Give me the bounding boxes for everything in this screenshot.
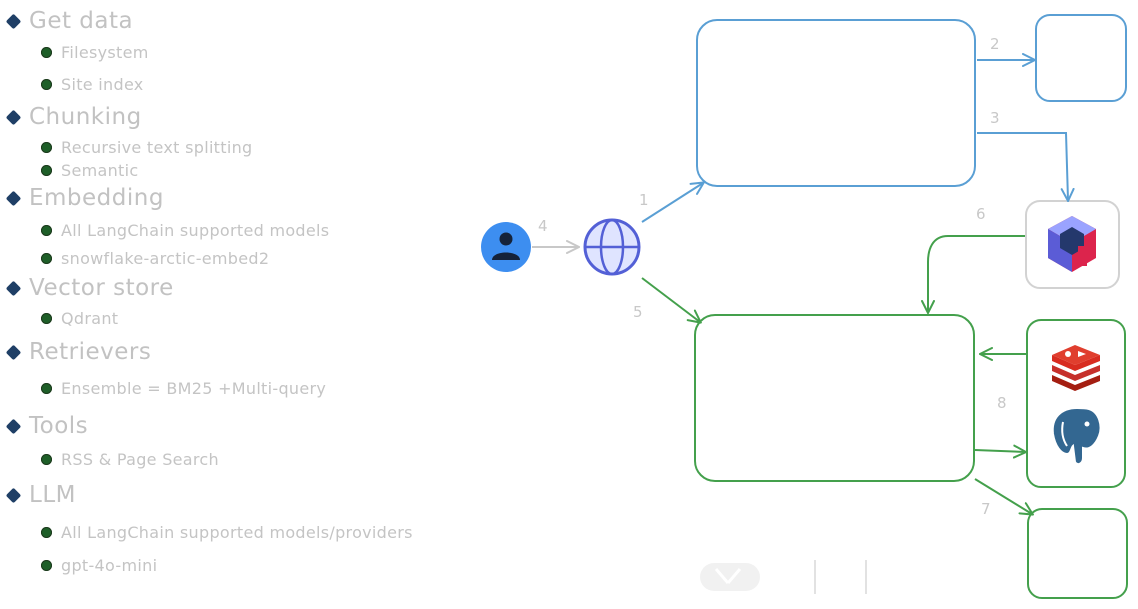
dot-bullet-icon (41, 142, 52, 153)
section-title: Chunking (29, 104, 142, 130)
list-item: Ensemble = BM25 +Multi-query (41, 379, 326, 398)
list-item: gpt-4o-mini (41, 556, 157, 575)
arrow-8-out (974, 450, 1025, 452)
arrow-label-7: 7 (981, 500, 991, 518)
tools-icon (700, 563, 760, 591)
arrow-label-2: 2 (990, 35, 1000, 53)
dot-bullet-icon (41, 225, 52, 236)
list-item: Recursive text splitting (41, 138, 252, 157)
arrow-1 (641, 183, 703, 223)
storage-box (1035, 14, 1127, 102)
dot-bullet-icon (41, 454, 52, 465)
feature-outline: Get data Filesystem Site index Chunking … (0, 0, 520, 609)
ingestion-box (696, 19, 976, 187)
section-title: Retrievers (29, 339, 152, 365)
output-box (1027, 508, 1128, 599)
section-title: LLM (29, 482, 76, 508)
arrow-6 (928, 235, 1025, 312)
redis-logo-icon (1052, 345, 1100, 391)
dot-bullet-icon (41, 165, 52, 176)
section-vector-store: Vector store (5, 275, 174, 301)
dot-bullet-icon (41, 313, 52, 324)
section-title: Embedding (29, 185, 164, 211)
arrow-label-8: 8 (997, 394, 1007, 412)
list-item: All LangChain supported models (41, 221, 329, 240)
arrow-label-6: 6 (976, 205, 986, 223)
user-icon (481, 222, 531, 272)
dot-bullet-icon (41, 383, 52, 394)
list-item: snowflake-arctic-embed2 (41, 249, 269, 268)
arrow-7 (974, 478, 1032, 514)
arrow-label-5: 5 (633, 303, 643, 321)
list-item: Semantic (41, 161, 138, 180)
section-llm: LLM (5, 482, 76, 508)
dot-bullet-icon (41, 253, 52, 264)
section-tools: Tools (5, 413, 89, 439)
section-title: Vector store (29, 275, 174, 301)
arrow-label-4: 4 (538, 217, 548, 235)
section-retrievers: Retrievers (5, 339, 152, 365)
dot-bullet-icon (41, 560, 52, 571)
section-title: Tools (29, 413, 89, 439)
agent-box (694, 314, 975, 482)
qdrant-logo-icon (1048, 216, 1096, 272)
list-item: Site index (41, 75, 144, 94)
arrow-3 (977, 132, 1068, 200)
arrow-5 (641, 277, 700, 322)
section-chunking: Chunking (5, 104, 142, 130)
list-item: All LangChain supported models/providers (41, 523, 413, 542)
section-embedding: Embedding (5, 185, 164, 211)
section-title: Get data (29, 8, 134, 34)
globe-icon (583, 218, 641, 276)
arrow-label-3: 3 (990, 109, 1000, 127)
arrow-label-1: 1 (639, 191, 649, 209)
memory-box (1026, 319, 1126, 488)
dot-bullet-icon (41, 47, 52, 58)
list-item: Filesystem (41, 43, 149, 62)
list-item: RSS & Page Search (41, 450, 219, 469)
dot-bullet-icon (41, 79, 52, 90)
section-get-data: Get data (5, 8, 134, 34)
list-item: Qdrant (41, 309, 118, 328)
dot-bullet-icon (41, 527, 52, 538)
postgres-logo-icon (1051, 406, 1102, 466)
